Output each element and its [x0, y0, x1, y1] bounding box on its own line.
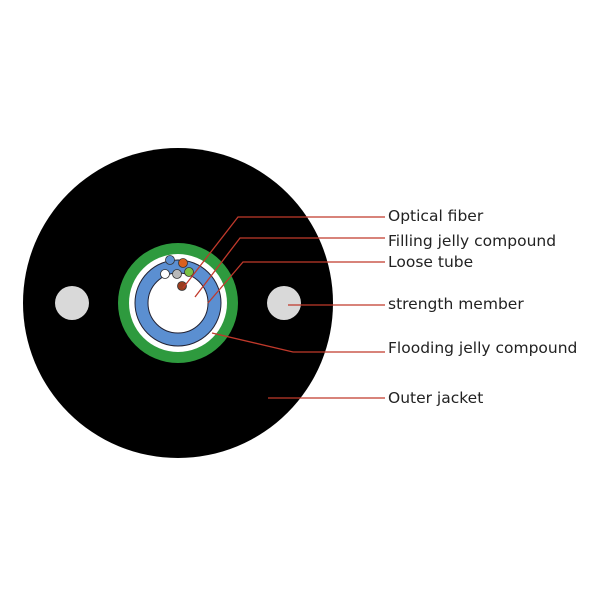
fiber [178, 258, 188, 268]
filling-jelly [147, 272, 209, 334]
fiber [177, 281, 187, 291]
leader-loose-tube [207, 261, 385, 304]
label-strength-member: strength member [388, 295, 524, 313]
strength-member-right [267, 286, 301, 320]
leader-optical-fiber [182, 216, 385, 289]
optical-fibers [160, 255, 194, 291]
label-filling-jelly-compound: Filling jelly compound [388, 232, 557, 250]
fiber [160, 269, 170, 279]
leader-flooding-jelly [211, 332, 385, 353]
fiber [172, 269, 182, 279]
label-loose-tube: Loose tube [388, 253, 474, 271]
label-optical-fiber: Optical fiber [388, 207, 484, 225]
leader-lines [182, 216, 385, 399]
label-flooding-jelly-compound: Flooding jelly compound [388, 339, 578, 357]
label-outer-jacket: Outer jacket [388, 389, 484, 407]
fiber [184, 267, 194, 277]
strength-member-left [55, 286, 89, 320]
fiber [165, 255, 175, 265]
leader-filling-jelly [194, 237, 385, 298]
